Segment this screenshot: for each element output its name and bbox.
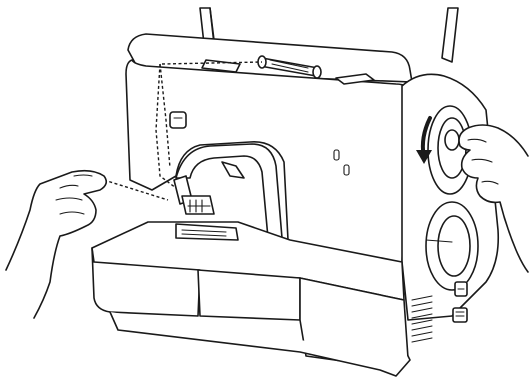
take-up-lever [170, 112, 186, 128]
left-hand-icon [6, 171, 106, 318]
